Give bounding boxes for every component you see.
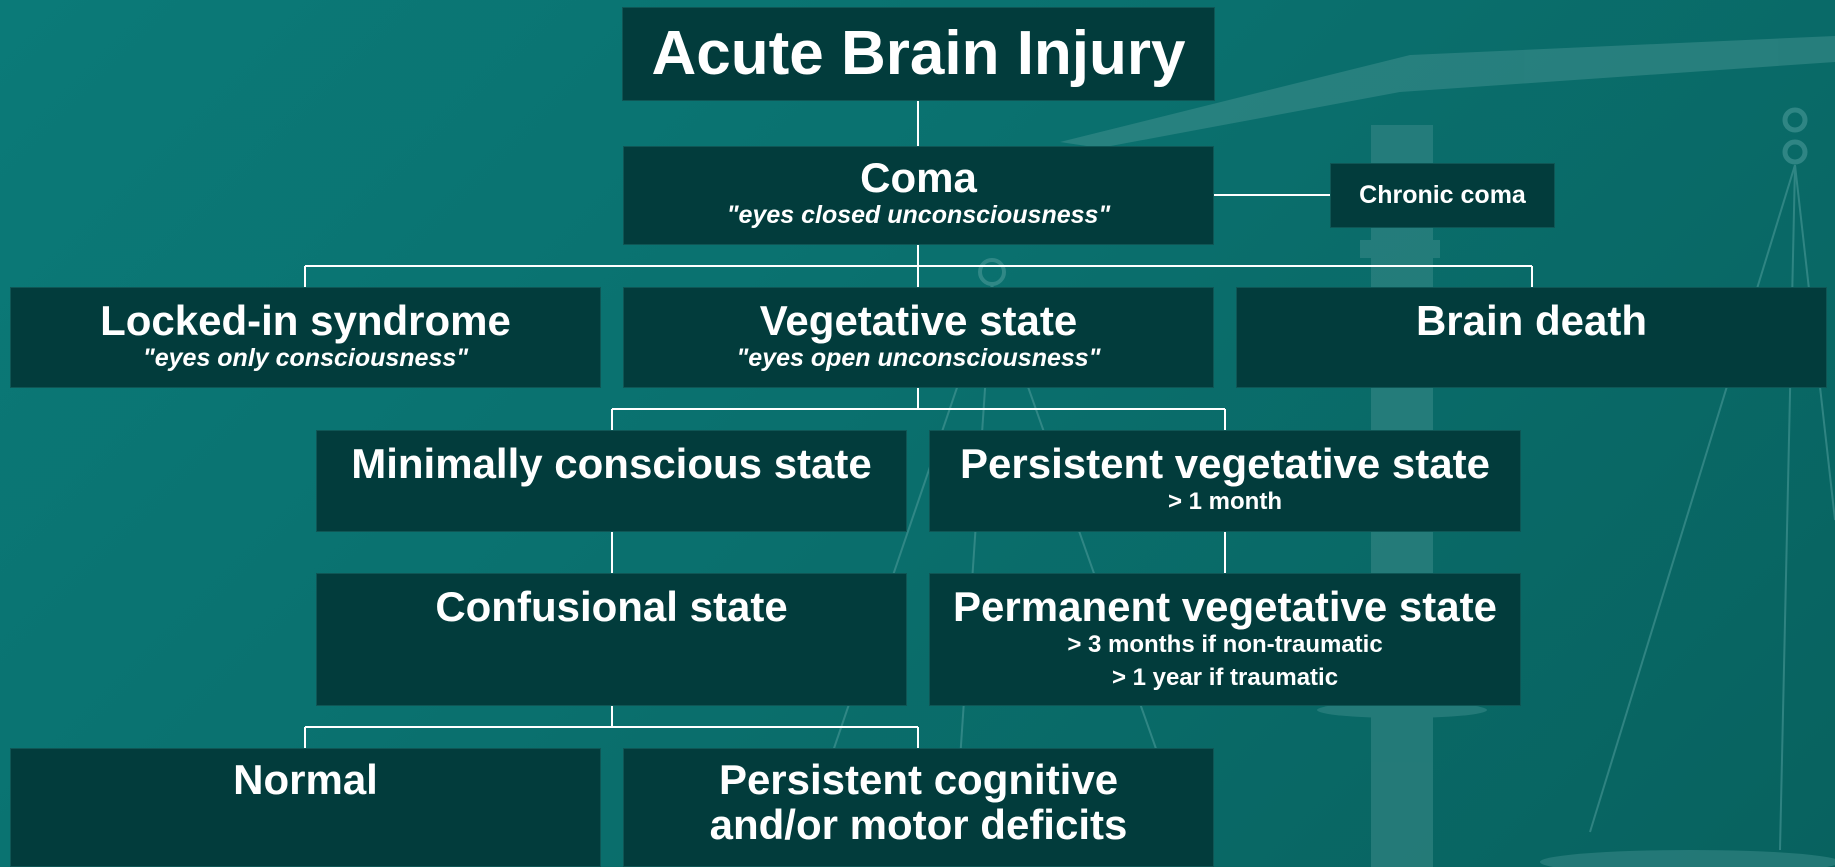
persistent-deficits-title: Persistent cognitive and/or motor defici…: [659, 757, 1179, 848]
chronic-coma-title: Chronic coma: [1359, 182, 1526, 209]
locked-in-title: Locked-in syndrome: [100, 298, 511, 343]
page-title: Acute Brain Injury: [652, 21, 1186, 88]
vegetative-title: Vegetative state: [760, 298, 1078, 343]
confusional-box: Confusional state: [316, 573, 907, 706]
brain-death-box: Brain death: [1236, 287, 1827, 388]
permanent-vegetative-note-1: > 3 months if non-traumatic: [1067, 629, 1382, 661]
permanent-vegetative-note-2: > 1 year if traumatic: [1112, 662, 1338, 694]
vegetative-box: Vegetative state "eyes open unconsciousn…: [623, 287, 1214, 388]
persistent-vegetative-box: Persistent vegetative state > 1 month: [929, 430, 1521, 532]
title-box: Acute Brain Injury: [622, 7, 1215, 101]
coma-subtitle: "eyes closed unconsciousness": [727, 200, 1111, 230]
persistent-vegetative-title: Persistent vegetative state: [960, 441, 1490, 486]
minimally-conscious-box: Minimally conscious state: [316, 430, 907, 532]
brain-death-title: Brain death: [1416, 298, 1647, 343]
coma-box: Coma "eyes closed unconsciousness": [623, 146, 1214, 245]
confusional-title: Confusional state: [435, 584, 787, 629]
normal-title: Normal: [233, 757, 378, 802]
vegetative-subtitle: "eyes open unconsciousness": [736, 343, 1100, 373]
minimally-conscious-title: Minimally conscious state: [351, 441, 872, 486]
persistent-vegetative-note: > 1 month: [1168, 486, 1282, 518]
persistent-deficits-box: Persistent cognitive and/or motor defici…: [623, 748, 1214, 867]
locked-in-box: Locked-in syndrome "eyes only consciousn…: [10, 287, 601, 388]
normal-box: Normal: [10, 748, 601, 867]
locked-in-subtitle: "eyes only consciousness": [143, 343, 468, 373]
permanent-vegetative-box: Permanent vegetative state > 3 months if…: [929, 573, 1521, 706]
coma-title: Coma: [860, 155, 977, 200]
permanent-vegetative-title: Permanent vegetative state: [953, 584, 1497, 629]
chronic-coma-box: Chronic coma: [1330, 163, 1555, 228]
